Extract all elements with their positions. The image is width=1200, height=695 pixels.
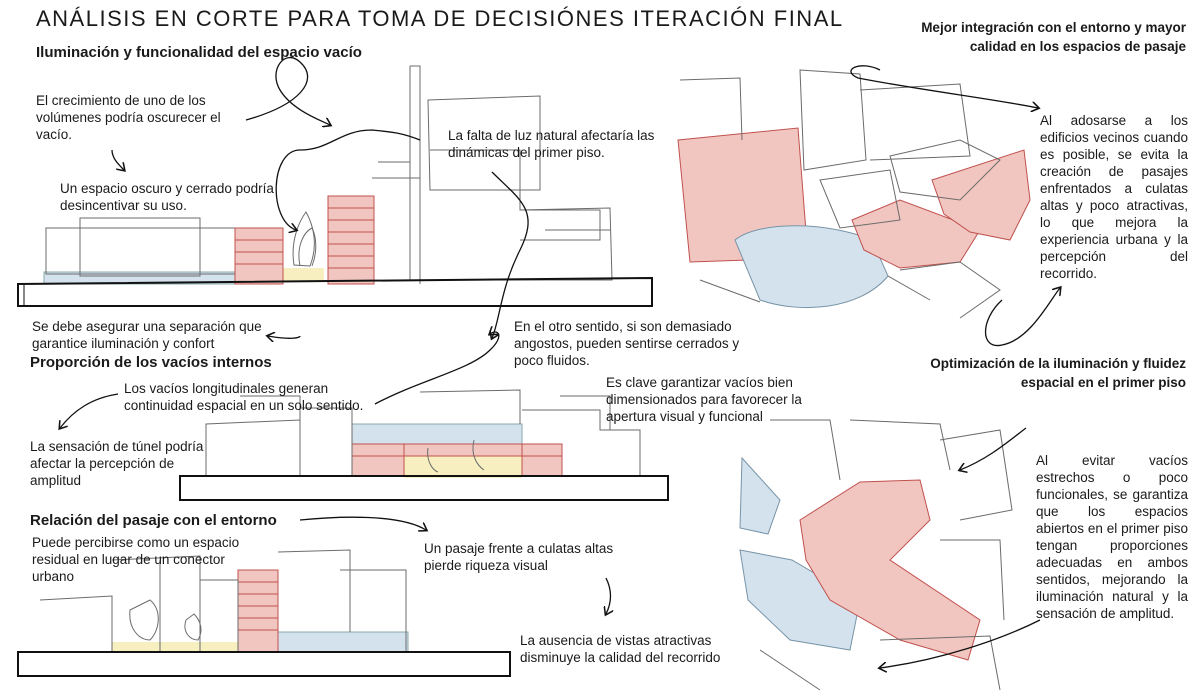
- section3-note-culatas: Un pasaje frente a culatas altas pierde …: [424, 541, 614, 573]
- section2-note-narrow: En el otro sentido, si son demasiado ang…: [514, 319, 740, 368]
- arrow-longitudinal: [374, 332, 500, 405]
- section2-heading: Proporción de los vacíos internos: [30, 354, 272, 371]
- section2-drawing: [205, 389, 641, 478]
- axonometric-top: [677, 69, 1031, 319]
- section1-note-growth: El crecimiento de uno de los volúmenes p…: [36, 93, 221, 142]
- section2-note-key: Es clave garantizar vacíos bien dimensio…: [606, 375, 802, 424]
- arrow-growth: [245, 56, 330, 125]
- arrow-light: [275, 129, 421, 230]
- axonometric-bottom: [739, 419, 1013, 691]
- arrow-optimization: [984, 288, 1061, 347]
- arrow-tunnel: [60, 393, 119, 428]
- arrow-vacios: [960, 427, 1027, 470]
- section2-ground: [179, 475, 669, 501]
- section3-ground: [17, 651, 511, 677]
- arrow-dark-space: [111, 149, 124, 170]
- arrow-separation: [492, 171, 529, 338]
- section1-note-light: La falta de luz natural afectaría las di…: [448, 128, 655, 160]
- section1-note-separation: Se debe asegurar una separación que gara…: [32, 319, 262, 351]
- section3-heading: Relación del pasaje con el entorno: [30, 512, 277, 529]
- right-top-heading: Mejor integración con el entorno y mayor…: [921, 20, 1186, 54]
- section3-drawing: [39, 549, 409, 653]
- section1-ground: [17, 276, 653, 307]
- section1-drawing: [43, 65, 613, 285]
- right-bottom-heading: Optimización de la iluminación y fluidez…: [930, 356, 1186, 390]
- page-title: ANÁLISIS EN CORTE PARA TOMA DE DECISIÓNE…: [36, 6, 844, 31]
- arrow-amplitud: [880, 619, 1041, 668]
- arrow-visual: [606, 577, 611, 614]
- section2-note-tunnel: La sensación de túnel podría afectar la …: [30, 439, 204, 488]
- arrow-confort: [268, 336, 301, 338]
- annotation-arrows: [60, 56, 1061, 668]
- right-bottom-body: Al evitar vacíos estrechos o poco funcio…: [1036, 453, 1188, 621]
- section3-note-vistas: La ausencia de vistas atractivas disminu…: [520, 633, 721, 665]
- arrow-relation: [299, 516, 426, 530]
- section1-heading: Iluminación y funcionalidad del espacio …: [36, 44, 362, 61]
- section1-note-dark-space: Un espacio oscuro y cerrado podría desin…: [60, 181, 274, 213]
- arrow-integration: [850, 65, 1038, 108]
- section2-note-longitudinal: Los vacíos longitudinales generan contin…: [124, 381, 364, 413]
- right-top-body: Al adosarse a los edificios vecinos cuan…: [1040, 113, 1188, 281]
- section3-note-residual: Puede percibirse como un espacio residua…: [32, 535, 240, 584]
